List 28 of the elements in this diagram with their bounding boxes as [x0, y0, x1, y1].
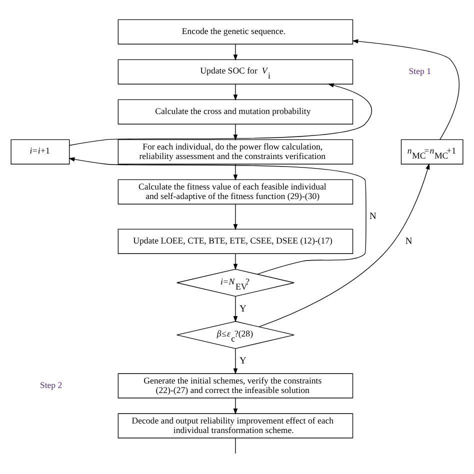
node-box: Decode and output reliability improvement effect of each individual transformation scheme. [118, 413, 354, 438]
arrow [233, 84, 238, 101]
node-box: Encode the genetic sequence. [118, 19, 354, 44]
arrow [69, 83, 372, 146]
arrow [233, 253, 238, 270]
node-box: Calculate the fitness value of each feasible individual and self-adaptive of the fitness function (29)-(30) [118, 179, 354, 204]
arrow [233, 204, 238, 230]
arrow [233, 296, 238, 322]
node-box: For each individual, do the power flow calculation, reliability assessment and the constraints verification [118, 139, 354, 164]
arrow [233, 164, 238, 181]
arrow [233, 124, 238, 141]
node-box: i=i+1 [10, 139, 70, 164]
arrow [233, 44, 238, 61]
label: Step 2 [40, 380, 62, 390]
edge-label: Y [239, 304, 246, 314]
connector [235, 438, 236, 454]
node-box: Update LOEE, CTE, BTE, ETE, CSEE, DSEE (12)-(17) [118, 228, 354, 254]
arrow [258, 163, 430, 328]
node-box: Calculate the cross and mutation probability [118, 99, 354, 124]
edge-label: Y [239, 356, 246, 367]
arrow [233, 398, 238, 415]
edge-label: N [405, 236, 412, 247]
arrow [233, 348, 238, 374]
arrow [68, 157, 366, 274]
node-box: Generate the initial schemes, verify the constraints (22)-(27) and correct the infeasible solution [118, 373, 354, 398]
arrow [352, 39, 460, 140]
edge-label: N [369, 212, 376, 222]
label: Step 1 [408, 66, 432, 76]
